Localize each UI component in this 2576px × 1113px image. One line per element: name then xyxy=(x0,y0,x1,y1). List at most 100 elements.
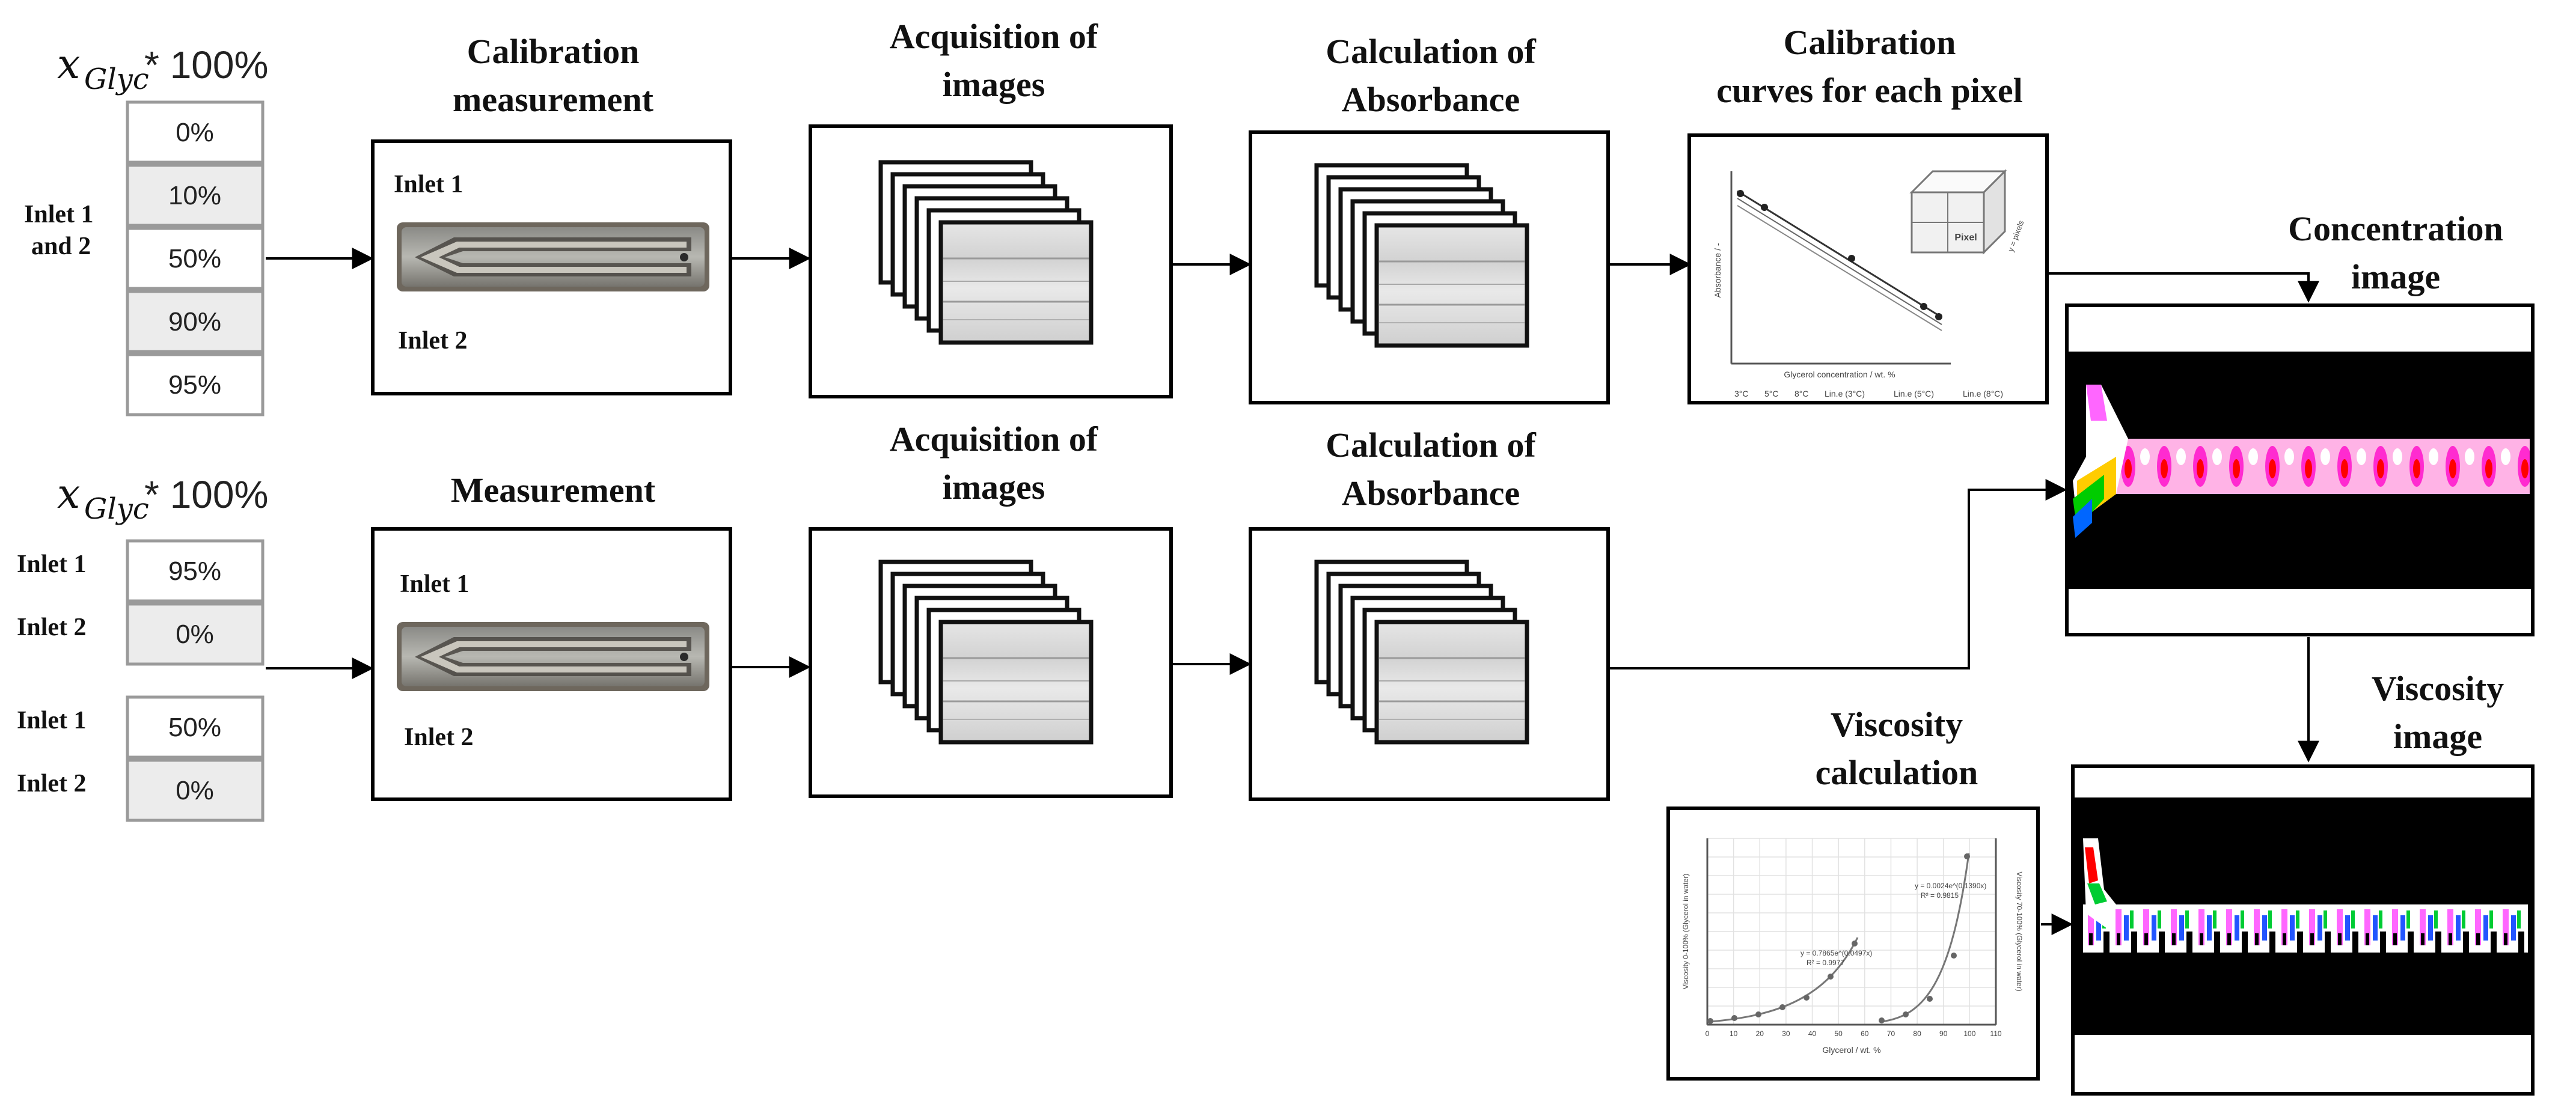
step-title: Calculation of xyxy=(1326,32,1536,71)
percent-cell xyxy=(126,290,265,353)
formula-rest: * 100% xyxy=(144,43,268,87)
percent-cell xyxy=(126,539,265,603)
formula-var: x xyxy=(57,471,80,518)
percent-cell xyxy=(126,227,265,290)
step-title: Measurement xyxy=(451,471,656,510)
output-title: Viscosity xyxy=(2372,669,2504,708)
x-tick-label: 30 xyxy=(1782,1029,1790,1038)
data-point xyxy=(1731,1015,1737,1021)
chip-inlet-1: Inlet 1 xyxy=(400,570,470,598)
x-tick-label: 90 xyxy=(1939,1029,1948,1038)
x-tick-label: 80 xyxy=(1913,1029,1921,1038)
data-point xyxy=(1964,853,1970,859)
data-point xyxy=(1804,995,1810,1001)
arrow xyxy=(1610,479,2067,669)
x-tick-label: 10 xyxy=(1730,1029,1738,1038)
viscosity-calc-title: Viscosity xyxy=(1831,705,1963,744)
legend-entry: 5°C xyxy=(1764,389,1779,398)
fit-r2: R² = 0.9977 xyxy=(1807,959,1844,967)
calibration-percent-table: 0% 10% 50% 90% 95% xyxy=(126,100,265,416)
x-tick-label: 50 xyxy=(1835,1029,1843,1038)
x-tick-label: 70 xyxy=(1887,1029,1895,1038)
inlet-1-and-2-line2: and 2 xyxy=(31,233,91,260)
chip-inlet-2: Inlet 2 xyxy=(404,724,474,751)
data-point xyxy=(1879,1017,1885,1023)
step-title: Acquisition of xyxy=(890,419,1098,459)
data-point xyxy=(1852,941,1858,947)
formula-var: x xyxy=(57,41,80,88)
step-title: Absorbance xyxy=(1342,80,1520,119)
inlet-label: Inlet 2 xyxy=(17,614,87,641)
data-point xyxy=(1737,190,1744,197)
percent-value: 95% xyxy=(168,370,221,400)
percent-value: 10% xyxy=(168,181,221,210)
formula-sub: Glyc xyxy=(84,492,149,526)
fit-equation: y = 0.0024e^(0.1390x) xyxy=(1915,882,1986,890)
percent-cell xyxy=(126,602,265,666)
microchip-image xyxy=(397,222,709,291)
percent-value: 90% xyxy=(168,307,221,337)
output-title: image xyxy=(2351,257,2440,296)
step-title: Acquisition of xyxy=(890,17,1098,56)
step-title: Calibration xyxy=(1784,23,1956,62)
percent-cell xyxy=(126,695,265,759)
percent-value: 95% xyxy=(168,556,221,586)
formula-sub: Glyc xyxy=(84,63,149,96)
percent-value: 0% xyxy=(176,776,214,805)
legend-entry: Lin.e (3°C) xyxy=(1825,389,1865,398)
x-tick-label: 20 xyxy=(1756,1029,1764,1038)
data-point xyxy=(1935,313,1942,320)
data-point xyxy=(1903,1011,1909,1017)
percent-value: 50% xyxy=(168,244,221,273)
x-tick-label: 60 xyxy=(1861,1029,1869,1038)
concentration-heatmap xyxy=(2069,352,2531,589)
step-title: Calculation of xyxy=(1326,425,1536,465)
percent-cell xyxy=(126,353,265,416)
fit-r2: R² = 0.9815 xyxy=(1921,891,1959,900)
x-tick-label: 0 xyxy=(1706,1029,1710,1038)
legend-entry: 3°C xyxy=(1734,389,1749,398)
measurement-formula: x Glyc * 100% xyxy=(57,471,268,526)
calibration-formula: x Glyc * 100% xyxy=(57,41,268,96)
step-title: curves for each pixel xyxy=(1716,71,2023,110)
data-point xyxy=(1927,996,1933,1002)
legend-entry: Lin.e (8°C) xyxy=(1963,389,2003,398)
calibration-plot-ylabel: Absorbance / - xyxy=(1713,243,1722,297)
percent-cell xyxy=(126,758,265,822)
calibration-plot-xlabel: Glycerol concentration / wt. % xyxy=(1784,370,1895,379)
inlet-label: Inlet 1 xyxy=(17,707,87,734)
viscosity-plot-ylabel-right: Viscosity 70-100% (Glycerol in water) xyxy=(2015,871,2024,991)
step-title: images xyxy=(943,65,1045,104)
viscosity-heatmap xyxy=(2075,797,2531,1035)
measurement-group-1: Inlet 1 95% Inlet 2 0% xyxy=(17,539,265,666)
inlet-1-and-2-line1: Inlet 1 xyxy=(24,201,94,228)
percent-cell xyxy=(126,100,265,164)
data-point xyxy=(1779,1004,1785,1010)
inlet-label: Inlet 1 xyxy=(17,550,87,578)
data-point xyxy=(1951,953,1957,959)
viscosity-plot-xlabel: Glycerol / wt. % xyxy=(1822,1045,1880,1055)
viscosity-plot-ylabel-left: Viscosity 0-100% (Glycerol in water) xyxy=(1681,874,1690,990)
percent-value: 50% xyxy=(168,713,221,742)
viscosity-plot: y = 0.7865e^(0.0497x) R² = 0.9977 y = 0.… xyxy=(1681,838,2024,1055)
step-title: Calibration xyxy=(467,32,640,71)
percent-value: 0% xyxy=(176,118,214,147)
step-title: Absorbance xyxy=(1342,474,1520,513)
step-title: images xyxy=(943,468,1045,507)
data-point xyxy=(1848,255,1855,262)
measurement-group-2: Inlet 1 50% Inlet 2 0% xyxy=(17,695,265,822)
percent-value: 0% xyxy=(176,620,214,649)
chip-inlet-2: Inlet 2 xyxy=(398,327,468,355)
data-point xyxy=(1761,204,1768,211)
fit-equation: y = 0.7865e^(0.0497x) xyxy=(1800,949,1872,957)
formula-rest: * 100% xyxy=(144,473,268,516)
viscosity-calc-title: calculation xyxy=(1816,753,1978,792)
data-point xyxy=(1920,303,1927,310)
percent-cell xyxy=(126,163,265,227)
x-tick-label: 100 xyxy=(1963,1029,1975,1038)
data-point xyxy=(1707,1018,1713,1024)
legend-entry: Lin.e (5°C) xyxy=(1894,389,1934,398)
x-tick-label: 110 xyxy=(1990,1029,2001,1038)
output-title: Concentration xyxy=(2288,209,2503,248)
inlet-label: Inlet 2 xyxy=(17,770,87,797)
